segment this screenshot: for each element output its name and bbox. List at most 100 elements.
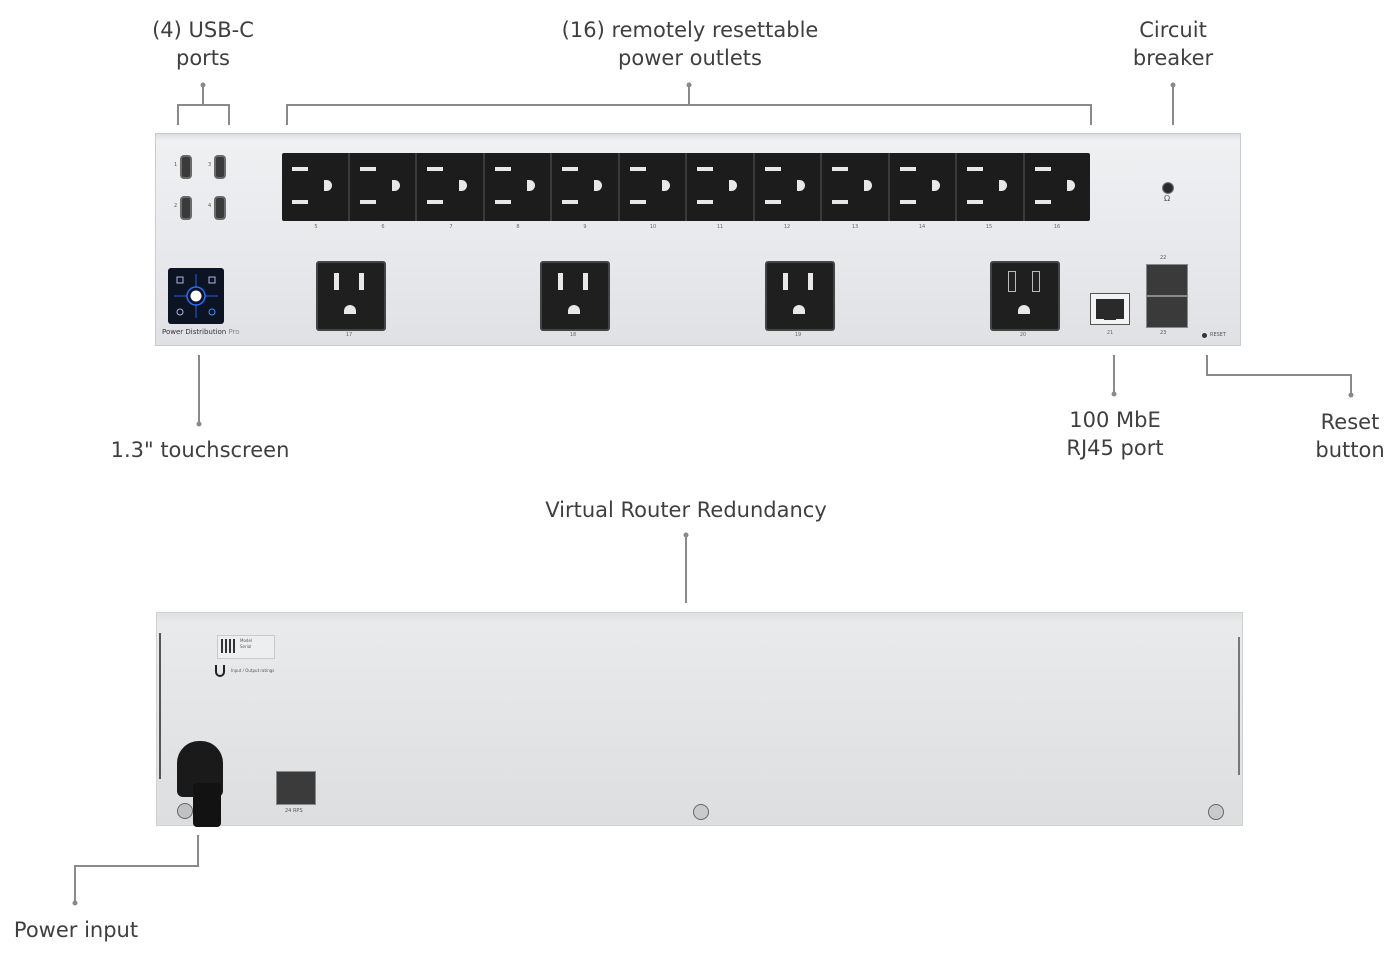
- outlet-number: 17: [345, 332, 353, 338]
- usb-number: 3: [208, 162, 212, 168]
- outlet-10: [620, 153, 687, 221]
- outlet-slot: [594, 180, 602, 191]
- outlet-9: [552, 153, 620, 221]
- ubiquiti-logo-icon: [215, 665, 225, 677]
- outlet-slot: [1066, 180, 1075, 191]
- outlet-number: 11: [716, 224, 724, 230]
- outlet-slot: [764, 167, 781, 171]
- outlet-slot: [832, 167, 848, 171]
- usbc-port: [180, 196, 192, 220]
- usb-number: 4: [208, 203, 212, 209]
- outlet-5: [282, 153, 350, 221]
- outlet-16: [1025, 153, 1091, 221]
- usb-number: 2: [174, 203, 178, 209]
- sfp-top-label: 22: [1160, 255, 1167, 261]
- outlet-number: 8: [516, 224, 520, 230]
- outlet-slot: [324, 180, 332, 191]
- sfp-bottom-label: 23: [1160, 330, 1167, 336]
- outlet-slot: [729, 180, 737, 191]
- reset-label: RESET: [1210, 332, 1227, 338]
- outlet-20: [990, 261, 1060, 331]
- outlet-slot: [562, 167, 578, 171]
- outlet-slot: [1034, 167, 1051, 171]
- outlet-13: [822, 153, 890, 221]
- product-label-sticker: Model Serial: [217, 635, 275, 659]
- outlet-slot: [764, 200, 781, 204]
- label-ratings: Input / Output ratings: [231, 668, 275, 673]
- outlet-slot: [661, 180, 670, 191]
- outlet-slot: [427, 167, 443, 171]
- brand-label: Power Distribution Pro: [162, 328, 240, 336]
- sfp-port[interactable]: [1146, 296, 1188, 328]
- outlet-6: [350, 153, 417, 221]
- outlet-slot: [427, 200, 443, 204]
- right-rail: [1238, 637, 1240, 775]
- breaker-symbol: Ω: [1164, 194, 1171, 203]
- back-sfp-label: 24 RPS: [285, 808, 303, 814]
- callout-power-input: Power input: [13, 918, 139, 942]
- sfp-port[interactable]: [1146, 264, 1188, 296]
- outlet-slot: [796, 180, 805, 191]
- callout-virtual-router-redundancy: Virtual Router Redundancy: [545, 498, 827, 522]
- usbc-port: [214, 155, 226, 179]
- reset-button[interactable]: [1202, 333, 1207, 338]
- outlet-slot: [359, 167, 376, 171]
- outlet-number: 14: [918, 224, 926, 230]
- outlet-slot: [697, 167, 713, 171]
- outlet-8: [485, 153, 552, 221]
- outlet-number: 9: [583, 224, 587, 230]
- outlet-number: 5: [314, 224, 318, 230]
- outlet-slot: [494, 200, 511, 204]
- outlet-slot: [562, 200, 578, 204]
- outlet-slot: [292, 167, 308, 171]
- front-panel: 1 3 2 4 5 6 7 8 9 10 11 12 13 14 15 16 Ω: [155, 133, 1241, 346]
- outlet-slot: [1034, 200, 1051, 204]
- outlet-slot: [629, 167, 646, 171]
- outlet-17: [316, 261, 386, 331]
- touchscreen[interactable]: [168, 268, 224, 324]
- screw-icon: [693, 804, 709, 820]
- outlet-number: 12: [783, 224, 791, 230]
- outlet-number: 18: [569, 332, 577, 338]
- power-cord: [193, 783, 221, 827]
- outlet-slot: [864, 180, 872, 191]
- rj45-number: 21: [1106, 330, 1114, 336]
- touchscreen-ui-icon: [174, 274, 218, 318]
- outlet-14: [890, 153, 957, 221]
- outlet-slot: [391, 180, 400, 191]
- rj45-port[interactable]: [1090, 293, 1130, 325]
- back-sfp-port[interactable]: [276, 771, 316, 805]
- outlet-number: 7: [449, 224, 453, 230]
- outlet-slot: [899, 200, 916, 204]
- outlet-number: 15: [985, 224, 993, 230]
- outlet-slot: [697, 200, 713, 204]
- outlet-slot: [629, 200, 646, 204]
- outlet-slot: [931, 180, 940, 191]
- outlet-11: [687, 153, 755, 221]
- outlet-number: 16: [1053, 224, 1061, 230]
- screw-icon: [1208, 804, 1224, 820]
- outlet-19: [765, 261, 835, 331]
- outlet-slot: [967, 167, 983, 171]
- qr-code-icon: [221, 639, 235, 653]
- usb-number: 1: [174, 162, 178, 168]
- outlet-slot: [832, 200, 848, 204]
- back-panel: Model Serial Input / Output ratings 24 R…: [156, 612, 1243, 827]
- usbc-port: [180, 155, 192, 179]
- outlet-slot: [292, 200, 308, 204]
- outlet-12: [755, 153, 822, 221]
- circuit-breaker[interactable]: [1162, 182, 1174, 194]
- outlet-number: 19: [794, 332, 802, 338]
- label-serial: Serial: [240, 644, 252, 649]
- outlet-number: 10: [649, 224, 657, 230]
- outlet-number: 6: [381, 224, 385, 230]
- screw-icon: [177, 803, 193, 819]
- usbc-port: [214, 196, 226, 220]
- outlet-strip: [282, 153, 1090, 221]
